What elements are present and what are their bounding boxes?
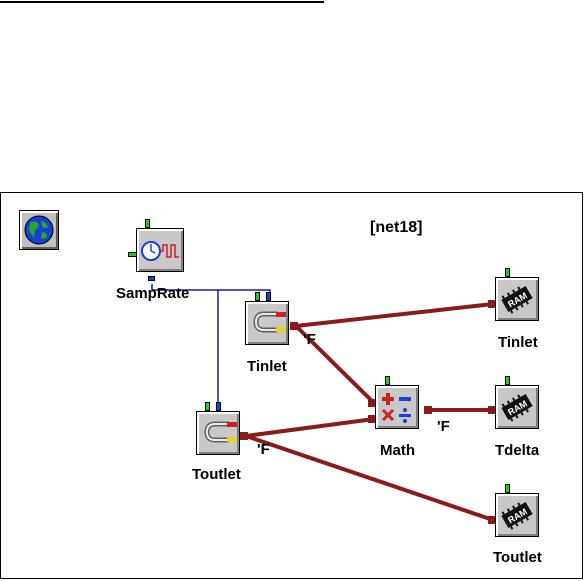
math-operators-icon: [375, 385, 419, 429]
ram-tdelta-top-pin[interactable]: [505, 376, 510, 385]
samprate-bottom-pin[interactable]: [148, 276, 155, 281]
math-unit: 'F: [437, 418, 450, 435]
ram-tinlet-label: Tinlet: [498, 334, 538, 351]
toutlet-probe-label: Toutlet: [192, 466, 241, 483]
ram-chip-icon: RAM: [495, 277, 539, 321]
toutlet-unit: 'F: [257, 441, 270, 458]
ram-toutlet-label: Toutlet: [493, 549, 542, 566]
toutlet-probe-green-pin[interactable]: [205, 402, 210, 411]
wire-tinlet-to-ram: [296, 304, 493, 326]
ram-tdelta-label: Tdelta: [495, 442, 539, 459]
wire-toutlet-to-math: [246, 419, 374, 436]
wire-toutlet-to-ram: [246, 436, 493, 520]
ram-toutlet-top-pin[interactable]: [505, 484, 510, 493]
tinlet-probe-blue-pin[interactable]: [266, 292, 271, 301]
port-tinlet-out[interactable]: [290, 322, 298, 330]
ram-chip-icon: RAM: [495, 385, 539, 429]
globe-icon[interactable]: [19, 210, 59, 250]
clock-icon: [136, 228, 184, 272]
toutlet-probe-blue-pin[interactable]: [216, 402, 221, 411]
ram-tinlet-top-pin[interactable]: [505, 268, 510, 277]
ram-chip-icon: RAM: [495, 493, 539, 537]
math-label: Math: [380, 442, 415, 459]
thermocouple-icon: [196, 411, 240, 455]
tinlet-probe-label: Tinlet: [247, 358, 287, 375]
tinlet-probe-green-pin[interactable]: [255, 292, 260, 301]
port-toutlet-out[interactable]: [240, 432, 248, 440]
port-math-out[interactable]: [424, 406, 432, 414]
tinlet-unit: 'F: [303, 331, 316, 348]
thermocouple-icon: [245, 301, 289, 345]
math-top-pin[interactable]: [385, 376, 390, 385]
samprate-top-pin[interactable]: [145, 219, 150, 228]
net-label: [net18]: [370, 219, 422, 237]
samprate-label: SampRate: [116, 285, 189, 302]
